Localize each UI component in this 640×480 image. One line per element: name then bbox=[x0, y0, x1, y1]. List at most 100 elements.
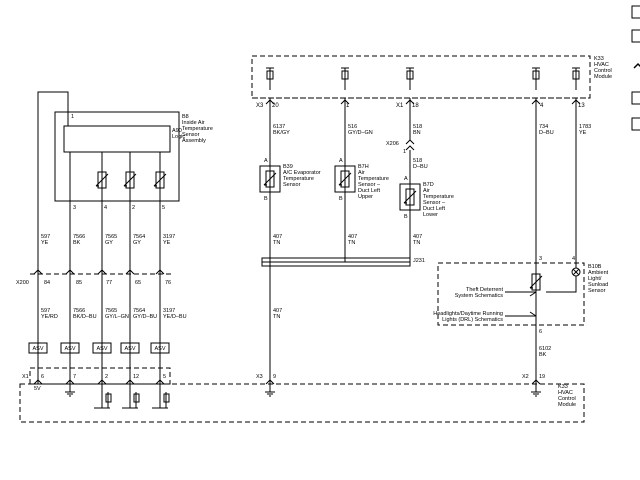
b8-pin-4: 4 bbox=[104, 205, 107, 211]
color-518-dbu: D–BU bbox=[413, 164, 428, 170]
a90-label-2: Logic bbox=[172, 134, 185, 140]
circuit-518-dbu: 518 bbox=[413, 158, 422, 164]
top-module-label-4: Module bbox=[594, 74, 612, 80]
lower-circuit-3197: 3197 bbox=[163, 308, 175, 314]
x200-label: X200 bbox=[16, 280, 29, 286]
b10b-pin-4: 4 bbox=[572, 256, 575, 262]
top-module-label-2: HVAC bbox=[594, 62, 609, 68]
ref-symbol-icon bbox=[532, 67, 540, 90]
ref-symbol-icon bbox=[341, 67, 349, 90]
theft-ref-1[interactable]: Theft Deterrent bbox=[466, 287, 503, 293]
b39-label-1: B39 bbox=[283, 164, 293, 170]
bottom-module-label-2: HVAC bbox=[558, 390, 573, 396]
asv-label: ASV bbox=[124, 346, 135, 352]
b8-label-1: B8 bbox=[182, 114, 189, 120]
left-wire-bundle: 597 YE 7566 BK 7565 GY 7564 GY 3197 YE X… bbox=[16, 201, 187, 384]
circuit-518-bn: 518 bbox=[413, 124, 422, 130]
upper-circuit-7564: 7564 bbox=[133, 234, 145, 240]
b8-pin-5: 5 bbox=[162, 205, 165, 211]
bottom-x3-label: X3 bbox=[256, 374, 263, 380]
chevron-up-icon bbox=[155, 269, 165, 275]
b7h-pin-a: A bbox=[339, 158, 343, 164]
thermistor-icon bbox=[529, 273, 543, 291]
b8-label-3: Temperature bbox=[182, 126, 213, 132]
chevron-up-icon bbox=[125, 379, 135, 385]
thermistor-icon bbox=[403, 188, 417, 206]
asv-box: ASV bbox=[28, 342, 48, 354]
upper-color-3197: YE bbox=[163, 240, 171, 246]
b10b-pin-6: 6 bbox=[539, 329, 542, 335]
x206-pin: 1 bbox=[403, 149, 406, 155]
drl-ref-2[interactable]: Lights (DRL) Schematics bbox=[442, 317, 503, 323]
chevron-up-icon bbox=[405, 145, 415, 151]
b7h-duct-upper-sensor: A B B7H Air Temperature Sensor – Duct Le… bbox=[334, 158, 389, 202]
circuit-407-low: 407 bbox=[273, 308, 282, 314]
bottom-hvac-control-module: K33 HVAC Control Module X1 6 7 2 12 5 5V bbox=[19, 367, 585, 423]
upper-color-7565: GY bbox=[105, 240, 113, 246]
top-pin-13: 13 bbox=[578, 103, 585, 109]
lower-circuit-7564: 7564 bbox=[133, 308, 145, 314]
b10b-pin-3: 3 bbox=[539, 256, 542, 262]
top-module-label-3: Control bbox=[594, 68, 612, 74]
circuit-734: 734 bbox=[539, 124, 548, 130]
asv-label: ASV bbox=[64, 346, 75, 352]
bottom-module-label-3: Control bbox=[558, 396, 576, 402]
upper-color-7564: GY bbox=[133, 240, 141, 246]
theft-ref-2[interactable]: System Schematics bbox=[455, 293, 504, 299]
top-conn-x3: X3 bbox=[256, 103, 264, 109]
b39-pin-a: A bbox=[264, 158, 268, 164]
circuit-516: 516 bbox=[348, 124, 357, 130]
b7d-pin-a: A bbox=[404, 176, 408, 182]
x200-pin-85: 85 bbox=[76, 280, 82, 286]
color-6137: BK/GY bbox=[273, 130, 290, 136]
x200-pin-76: 76 bbox=[165, 280, 171, 286]
bottom-module-outline bbox=[19, 383, 585, 423]
a90-logic-box bbox=[63, 125, 171, 153]
chevron-up-icon bbox=[265, 379, 275, 385]
b10b-label-5: Sensor bbox=[588, 288, 606, 294]
upper-color-7566: BK bbox=[73, 240, 81, 246]
b7d-label-5: Duct Left bbox=[423, 206, 445, 212]
internal-resistor-icon bbox=[94, 384, 112, 409]
top-conn-x1: X1 bbox=[396, 103, 404, 109]
lamp-return-wire bbox=[546, 276, 577, 293]
edge-sidebar bbox=[631, 5, 640, 131]
wire-pin1-loop bbox=[37, 91, 69, 268]
right-section: 734 D–BU 1783 YE B10B Ambient Light/ Sun… bbox=[433, 98, 609, 384]
lower-circuit-7566: 7566 bbox=[73, 308, 85, 314]
x1-pin-2: 2 bbox=[105, 374, 108, 380]
asv-label: ASV bbox=[154, 346, 165, 352]
ref-symbol-icon bbox=[406, 67, 414, 90]
chevron-up-icon bbox=[97, 269, 107, 275]
color-518-bn: BN bbox=[413, 130, 421, 136]
b10b-label-1: B10B bbox=[588, 264, 602, 270]
color-1783: YE bbox=[579, 130, 587, 136]
ground-icon bbox=[65, 384, 75, 397]
x1-pin-6: 6 bbox=[41, 374, 44, 380]
lower-color-7565: GY/L–GN bbox=[105, 314, 129, 320]
chevron-up-icon bbox=[125, 269, 135, 275]
b7d-label-6: Lower bbox=[423, 212, 438, 218]
b39-label-4: Sensor bbox=[283, 182, 301, 188]
chevron-up-icon bbox=[155, 379, 165, 385]
top-pin-4: 4 bbox=[540, 103, 544, 109]
b7d-label-4: Sensor – bbox=[423, 200, 446, 206]
internal-resistor-icon bbox=[152, 384, 170, 409]
b39-label-2: A/C Evaporator bbox=[283, 170, 321, 176]
b7d-label-2: Air bbox=[423, 188, 430, 194]
thermistor-icon bbox=[95, 171, 109, 189]
top-reference-symbols bbox=[266, 67, 580, 90]
top-pin-20: 20 bbox=[272, 103, 279, 109]
chevron-up-icon bbox=[97, 379, 107, 385]
color-407-b: TN bbox=[348, 240, 355, 246]
b39-label-3: Temperature bbox=[283, 176, 314, 182]
thermistor-icon bbox=[263, 170, 277, 188]
drl-ref-1[interactable]: Headlights/Daytime Running bbox=[433, 311, 503, 317]
thermistor-icon bbox=[153, 171, 167, 189]
edge-box-icon bbox=[631, 5, 640, 19]
j231-label: J231 bbox=[413, 258, 425, 264]
b7d-label-1: B7D bbox=[423, 182, 434, 188]
top-hvac-control-module: K33 HVAC Control Module X3 20 1 bbox=[251, 55, 612, 109]
chevron-up-icon bbox=[65, 379, 75, 385]
